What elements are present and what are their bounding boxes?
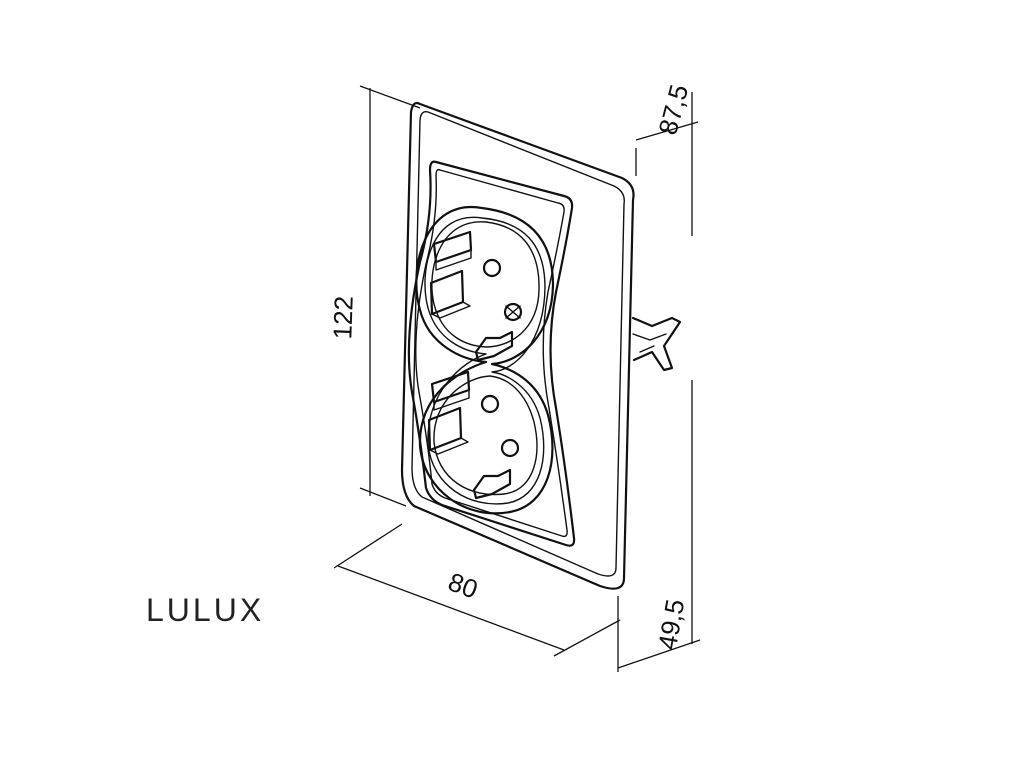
lower-socket <box>427 370 520 500</box>
dim-label-depth-total: 87,5 <box>652 81 694 138</box>
dim-label-width: 80 <box>444 567 481 605</box>
dim-label-height: 122 <box>327 295 358 339</box>
lower-pin-hole-2 <box>500 438 520 458</box>
brand-logo-text: LULUX <box>146 592 265 628</box>
outer-frame <box>400 101 635 590</box>
upper-earth-clip-side <box>429 269 465 316</box>
dim-width <box>333 523 621 657</box>
dim-height <box>359 85 421 507</box>
lower-bottom-clip <box>472 468 512 500</box>
dim-label-depth-front: 49,5 <box>652 597 690 652</box>
dim-depth <box>617 92 701 672</box>
upper-pin-hole-2 <box>503 302 523 322</box>
upper-socket <box>429 230 523 362</box>
mounting-claw <box>631 316 682 372</box>
lower-pin-hole-1 <box>480 394 500 414</box>
upper-bottom-clip <box>474 330 514 362</box>
upper-pin-hole-1 <box>482 258 502 278</box>
upper-earth-clip-top <box>432 230 473 264</box>
socket-body <box>415 205 555 515</box>
